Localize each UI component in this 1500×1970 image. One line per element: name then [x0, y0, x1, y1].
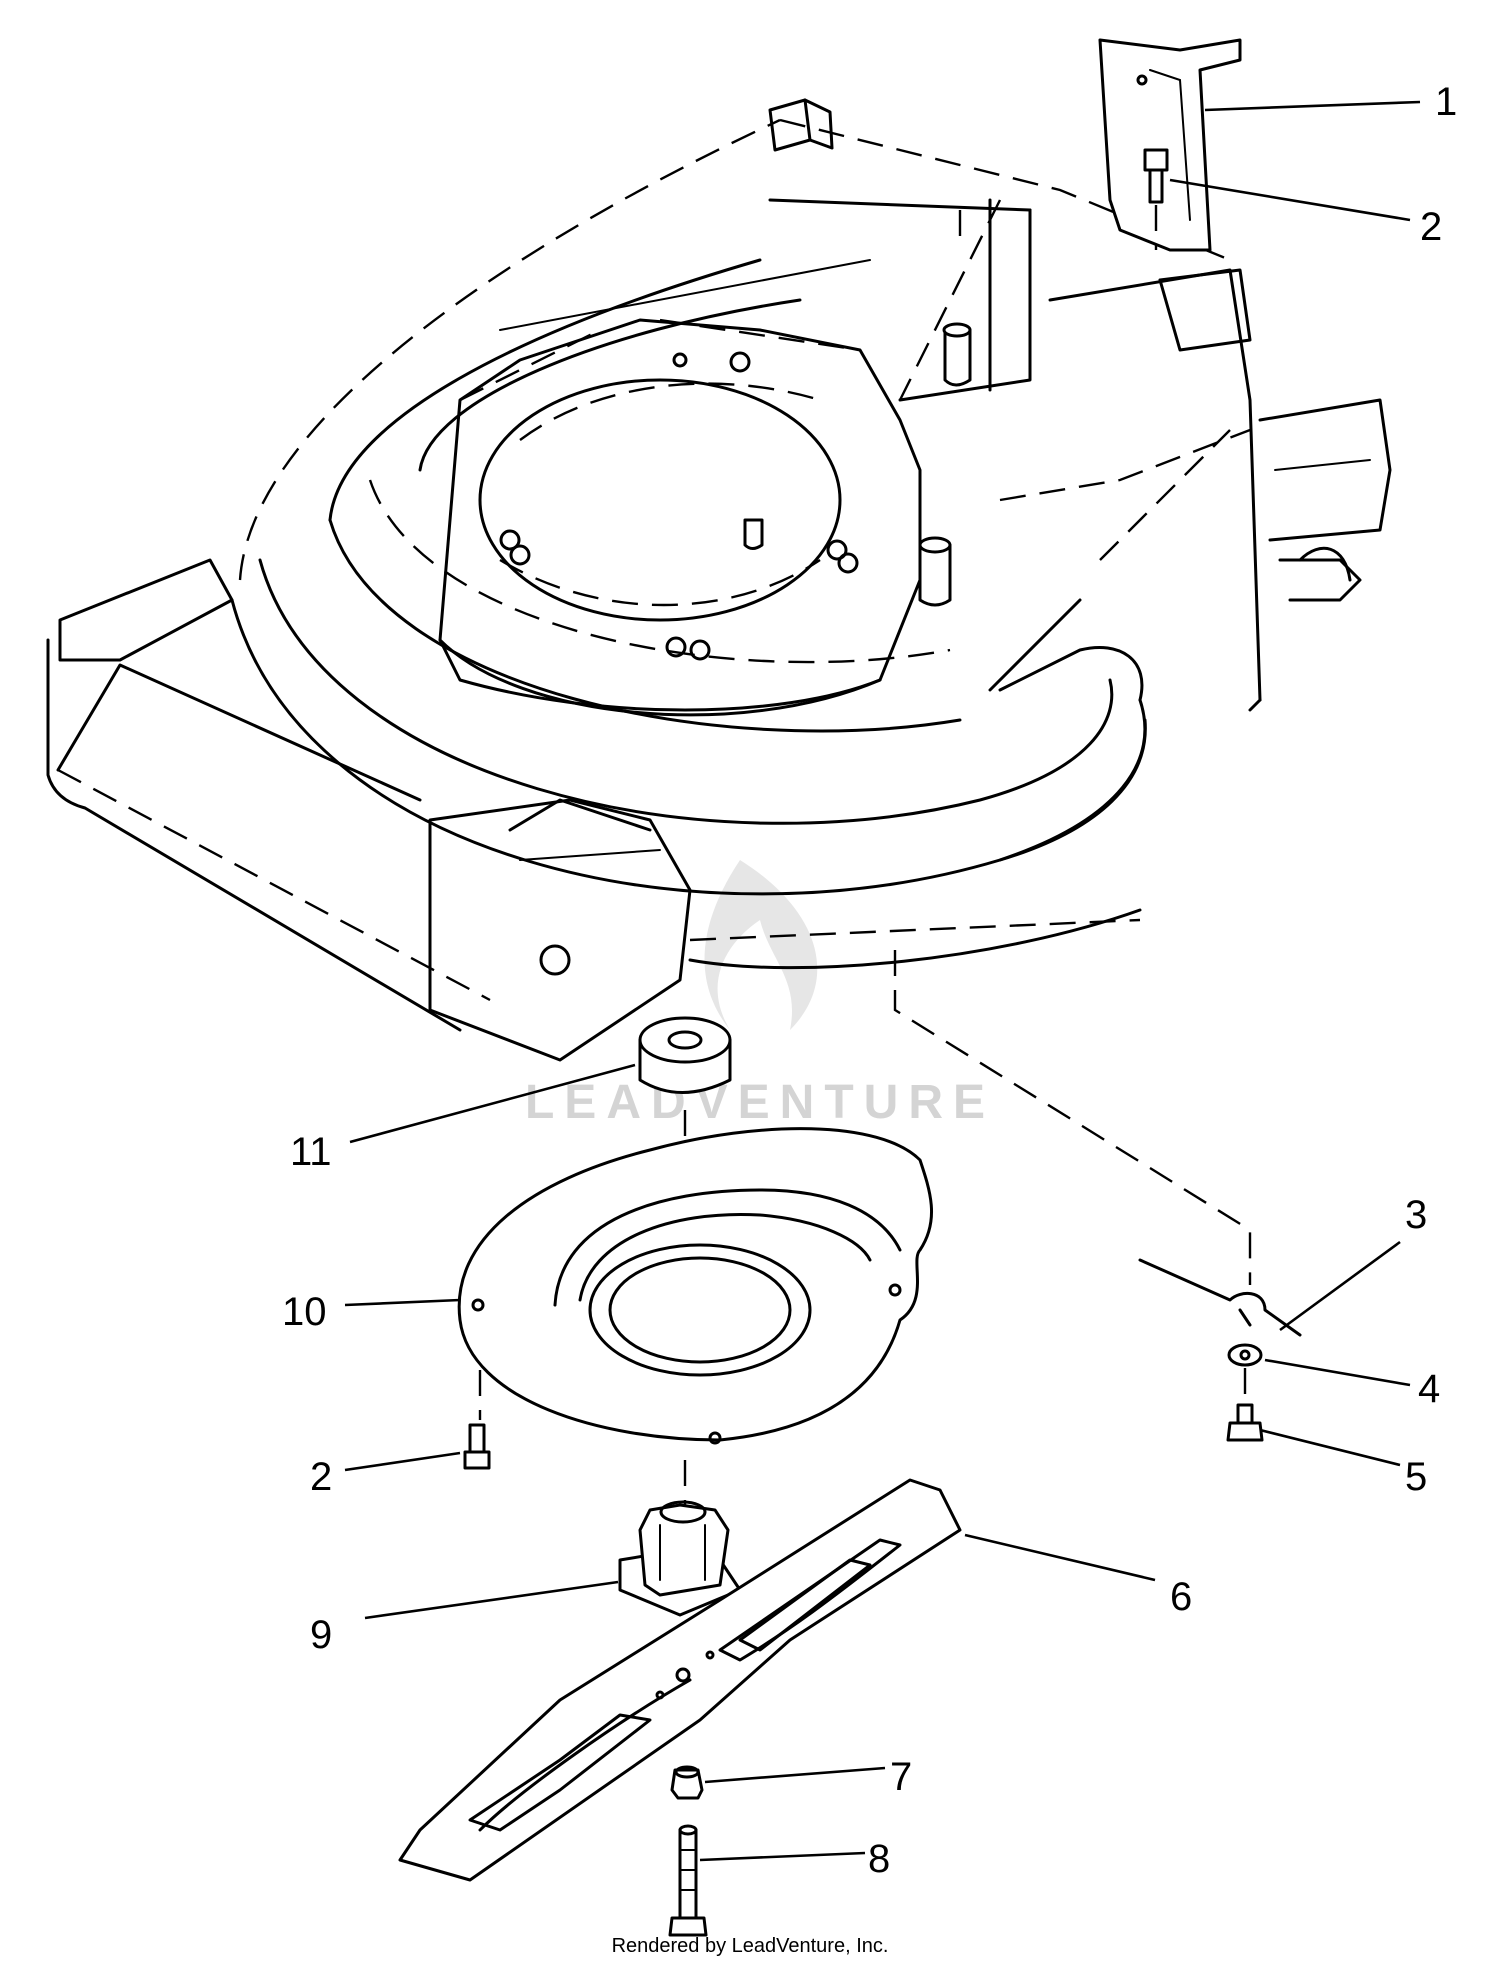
part-2-bolt-upper	[1143, 148, 1169, 250]
part-9-blade-adapter	[618, 1500, 742, 1617]
watermark-text: LEADVENTURE	[525, 1076, 995, 1129]
callout-1: 1	[1435, 80, 1457, 124]
callout-8: 8	[868, 1837, 890, 1881]
footer-credit: Rendered by LeadVenture, Inc.	[612, 1935, 889, 1957]
part-11-bearing	[638, 1016, 732, 1094]
callout-6: 6	[1170, 1575, 1192, 1619]
watermark-logo-icon	[704, 860, 818, 1030]
mount-holes	[499, 351, 859, 661]
callout-3: 3	[1405, 1193, 1427, 1237]
callout-11: 11	[290, 1130, 332, 1174]
watermark: LEADVENTURE	[525, 860, 995, 1129]
part-8-blade-bolt	[668, 1824, 708, 1937]
deck-rear-bracket	[1158, 268, 1252, 352]
part-6-blade	[398, 1478, 962, 1882]
rear-mount-linkage	[893, 950, 1302, 1442]
callout-2-lower: 2	[310, 1455, 332, 1499]
callout-4: 4	[1418, 1367, 1440, 1411]
part-7-lock-washer	[670, 1765, 704, 1800]
part-2-bolt-lower	[463, 1423, 491, 1470]
part-1-bracket	[1098, 38, 1242, 252]
callout-2-upper: 2	[1420, 205, 1442, 249]
callout-9: 9	[310, 1613, 332, 1657]
part-10-baffle-plate	[457, 1127, 934, 1445]
callout-5: 5	[1405, 1455, 1427, 1499]
callout-leaders	[344, 100, 1421, 1862]
callout-labels: 1 2 3 4 5 6 7 8 9 10 11 2	[282, 80, 1457, 1881]
callout-7: 7	[890, 1755, 912, 1799]
callout-10: 10	[282, 1290, 327, 1334]
